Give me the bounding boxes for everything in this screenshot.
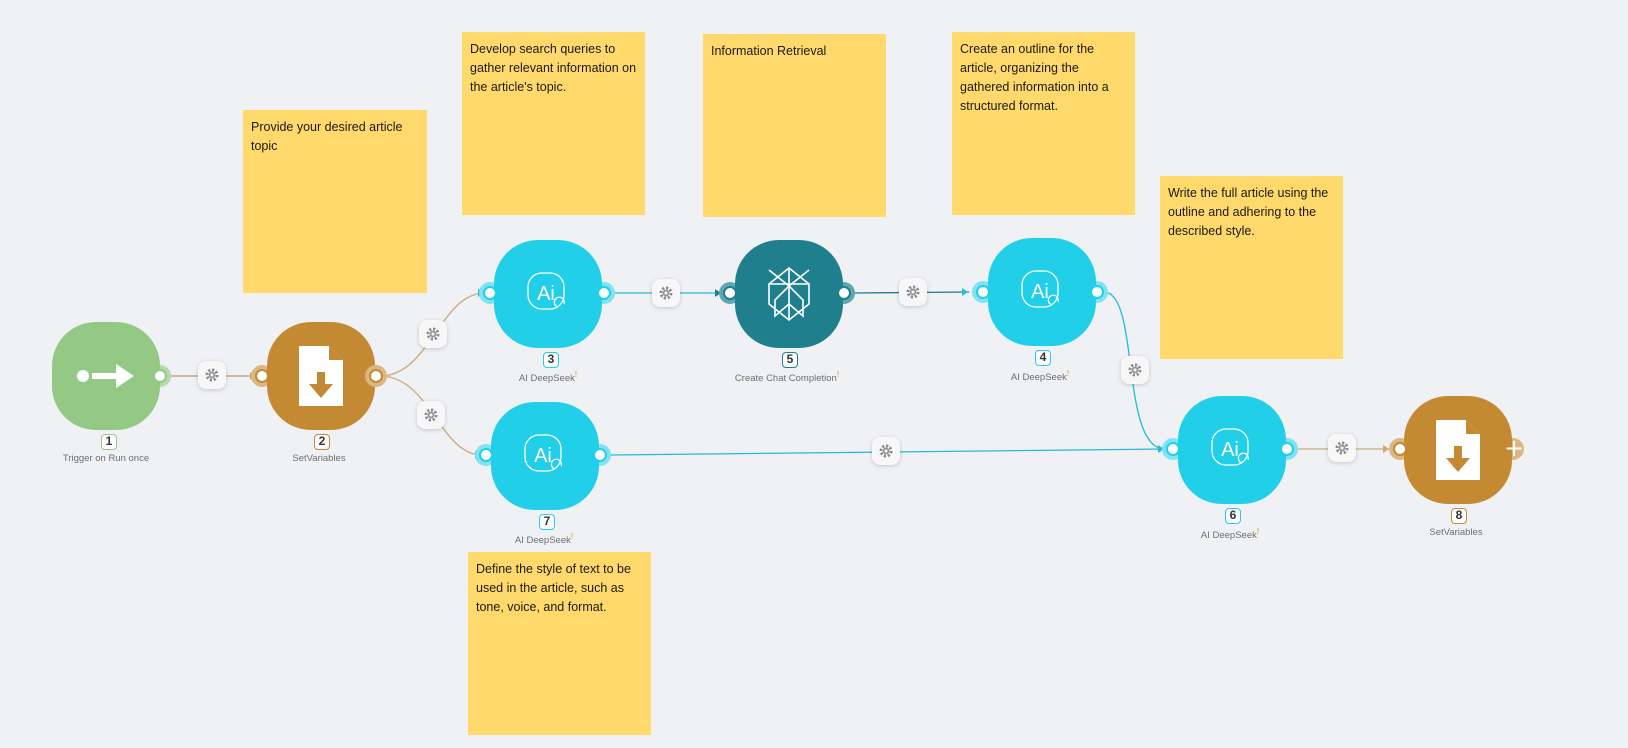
svg-text:Ai: Ai <box>1221 439 1239 461</box>
arrowhead <box>1158 445 1164 453</box>
warning-icon: ! <box>1256 527 1260 536</box>
module-4-number: 4 <box>1035 350 1051 366</box>
file-download-icon <box>299 346 343 406</box>
warning-icon: ! <box>570 532 574 541</box>
module-5-number: 5 <box>782 352 798 368</box>
module-1-shape <box>52 322 171 430</box>
module-1-number: 1 <box>101 434 117 450</box>
module-4-label-text: AI DeepSeek <box>1010 372 1067 384</box>
gear-icon <box>1335 441 1349 455</box>
warning-icon: ! <box>1066 369 1070 378</box>
module-8-label: SetVariables <box>1429 527 1482 538</box>
module-4-label: AI DeepSeek! <box>1011 369 1069 383</box>
module-3-label: AI DeepSeek! <box>519 370 577 384</box>
module-7-label-text: AI DeepSeek <box>514 535 571 547</box>
module-6-number: 6 <box>1225 508 1241 524</box>
route-settings-7-6[interactable] <box>872 437 900 465</box>
route-settings-2-3[interactable] <box>419 320 447 348</box>
note-search-queries[interactable]: Develop search queries to gather relevan… <box>462 32 645 215</box>
svg-text:Ai: Ai <box>1031 281 1049 303</box>
module-5-label: Create Chat Completion! <box>735 370 839 384</box>
gear-icon <box>424 408 438 422</box>
arrowhead <box>478 289 484 297</box>
ai-icon: Ai <box>527 272 565 310</box>
svg-text:Ai: Ai <box>537 283 555 305</box>
gear-icon <box>659 286 673 300</box>
route-settings-6-8[interactable] <box>1328 434 1356 462</box>
arrowhead <box>962 288 968 296</box>
gear-icon <box>879 444 893 458</box>
gear-icon <box>426 327 440 341</box>
note-outline[interactable]: Create an outline for the article, organ… <box>952 32 1135 215</box>
note-information-retrieval[interactable]: Information Retrieval <box>703 34 886 217</box>
perplexity-icon <box>768 266 810 322</box>
gear-icon <box>1128 363 1142 377</box>
warning-icon: ! <box>836 370 840 379</box>
file-download-icon <box>1436 420 1480 480</box>
route-settings-1-2[interactable] <box>198 361 226 389</box>
note-text-style[interactable]: Define the style of text to be used in t… <box>468 552 651 735</box>
svg-text:Ai: Ai <box>534 445 552 467</box>
note-write-article[interactable]: Write the full article using the outline… <box>1160 176 1343 359</box>
module-8-label-text: SetVariables <box>1429 527 1483 538</box>
route-settings-4-6[interactable] <box>1121 356 1149 384</box>
route-settings-5-4[interactable] <box>899 278 927 306</box>
module-6-label-text: AI DeepSeek <box>1200 530 1257 542</box>
module-3-number: 3 <box>543 352 559 368</box>
gear-icon <box>906 285 920 299</box>
route-settings-3-5[interactable] <box>652 279 680 307</box>
warning-icon: ! <box>574 370 578 379</box>
module-7-number: 7 <box>539 514 555 530</box>
arrowhead <box>715 289 721 297</box>
ai-icon: Ai <box>524 434 562 472</box>
arrowhead <box>250 372 256 380</box>
module-6-label: AI DeepSeek! <box>1201 527 1259 541</box>
module-3-label-text: AI DeepSeek <box>518 373 575 385</box>
note-article-topic[interactable]: Provide your desired article topic <box>243 110 427 293</box>
module-2-label: SetVariables <box>292 453 345 464</box>
module-2-number: 2 <box>314 434 330 450</box>
add-module-button[interactable]: + <box>1503 434 1525 462</box>
arrowhead <box>1383 445 1389 453</box>
module-1-label-text: Trigger on Run once <box>62 453 150 464</box>
module-5-label-text: Create Chat Completion <box>734 373 837 385</box>
ai-icon: Ai <box>1021 270 1059 308</box>
route-settings-2-7[interactable] <box>417 401 445 429</box>
arrow-right-icon <box>77 364 134 388</box>
module-1-label: Trigger on Run once <box>63 453 149 464</box>
module-7-label: AI DeepSeek! <box>515 532 573 546</box>
module-8-number: 8 <box>1451 508 1467 524</box>
arrowhead <box>475 451 481 459</box>
ai-icon: Ai <box>1211 428 1249 466</box>
gear-icon <box>205 368 219 382</box>
module-2-label-text: SetVariables <box>292 453 346 464</box>
